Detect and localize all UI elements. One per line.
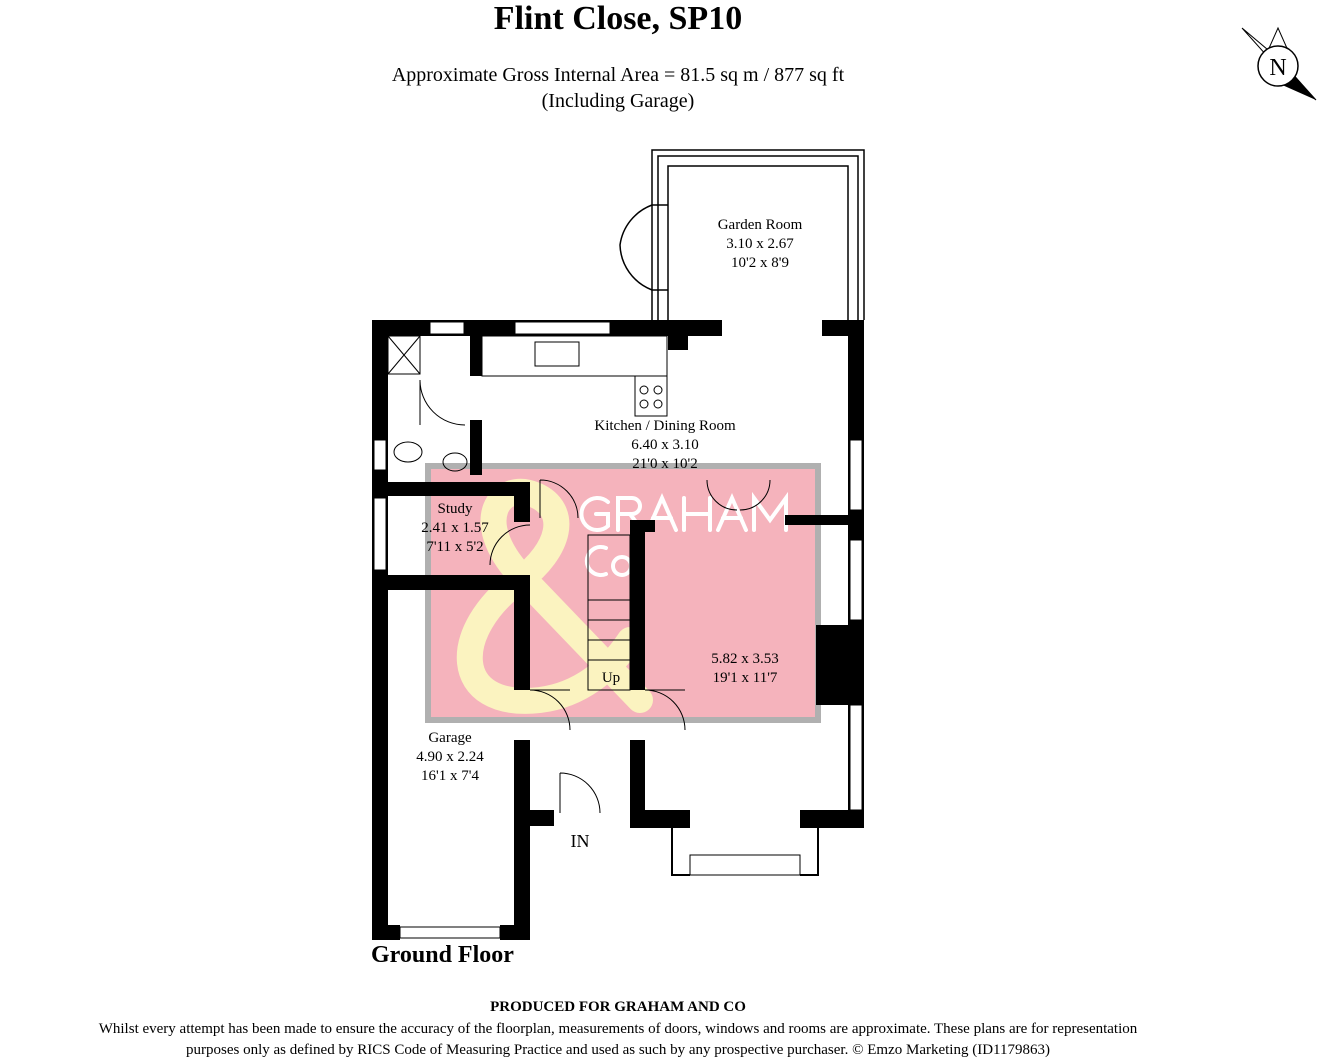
room-imperial: 7'11 x 5'2 xyxy=(426,539,484,555)
room-imperial: 10'2 x 8'9 xyxy=(731,255,789,271)
room-imperial: 19'1 x 11'7 xyxy=(712,670,778,686)
room-name: Kitchen / Dining Room xyxy=(594,418,736,434)
bay-window xyxy=(671,828,819,876)
hob-icon xyxy=(634,375,668,417)
entrance-label: IN xyxy=(570,831,590,851)
disclaimer-line-1: Whilst every attempt has been made to en… xyxy=(98,1021,1138,1037)
basin-icon xyxy=(442,452,468,472)
page-title: Flint Close, SP10 xyxy=(493,0,743,37)
sink-icon xyxy=(534,341,580,367)
produced-for: PRODUCED FOR GRAHAM AND CO xyxy=(490,999,746,1015)
room-garage: Garage 4.90 x 2.24 16'1 x 7'4 xyxy=(400,729,500,786)
compass-label: N xyxy=(1269,55,1286,81)
room-metric: 2.41 x 1.57 xyxy=(421,520,489,536)
room-living: 5.82 x 3.53 19'1 x 11'7 xyxy=(690,650,800,688)
room-name: Garden Room xyxy=(717,217,803,233)
garden-room-walls xyxy=(619,149,865,320)
room-name: Study xyxy=(437,501,473,517)
toilet-icon xyxy=(393,441,423,463)
fixtures xyxy=(387,335,849,814)
disclaimer-line-2: purposes only as defined by RICS Code of… xyxy=(186,1042,1050,1058)
stairs-up-label: Up xyxy=(601,670,621,686)
disclaimer: Whilst every attempt has been made to en… xyxy=(0,1019,1236,1061)
room-imperial: 16'1 x 7'4 xyxy=(421,768,479,784)
floor-label: Ground Floor xyxy=(371,942,514,968)
room-metric: 6.40 x 3.10 xyxy=(631,437,699,453)
area-line: Approximate Gross Internal Area = 81.5 s… xyxy=(391,64,845,86)
boiler-icon xyxy=(387,335,421,375)
watermark-graham xyxy=(579,491,788,532)
room-metric: 5.82 x 3.53 xyxy=(711,651,779,667)
room-imperial: 21'0 x 10'2 xyxy=(632,456,698,472)
room-kitchen-dining: Kitchen / Dining Room 6.40 x 3.10 21'0 x… xyxy=(570,417,760,474)
room-name: Garage xyxy=(428,730,472,746)
windows xyxy=(373,321,863,939)
room-garden-room: Garden Room 3.10 x 2.67 10'2 x 8'9 xyxy=(690,216,830,273)
room-metric: 4.90 x 2.24 xyxy=(416,749,484,765)
room-metric: 3.10 x 2.67 xyxy=(726,236,794,252)
room-study: Study 2.41 x 1.57 7'11 x 5'2 xyxy=(400,500,510,557)
kitchen-worktop xyxy=(481,335,668,377)
area-note: (Including Garage) xyxy=(541,90,695,112)
area-summary: Approximate Gross Internal Area = 81.5 s… xyxy=(0,62,1236,114)
compass-icon: N xyxy=(1241,26,1317,101)
stairs-icon xyxy=(587,534,631,691)
fireplace-icon xyxy=(817,644,849,691)
